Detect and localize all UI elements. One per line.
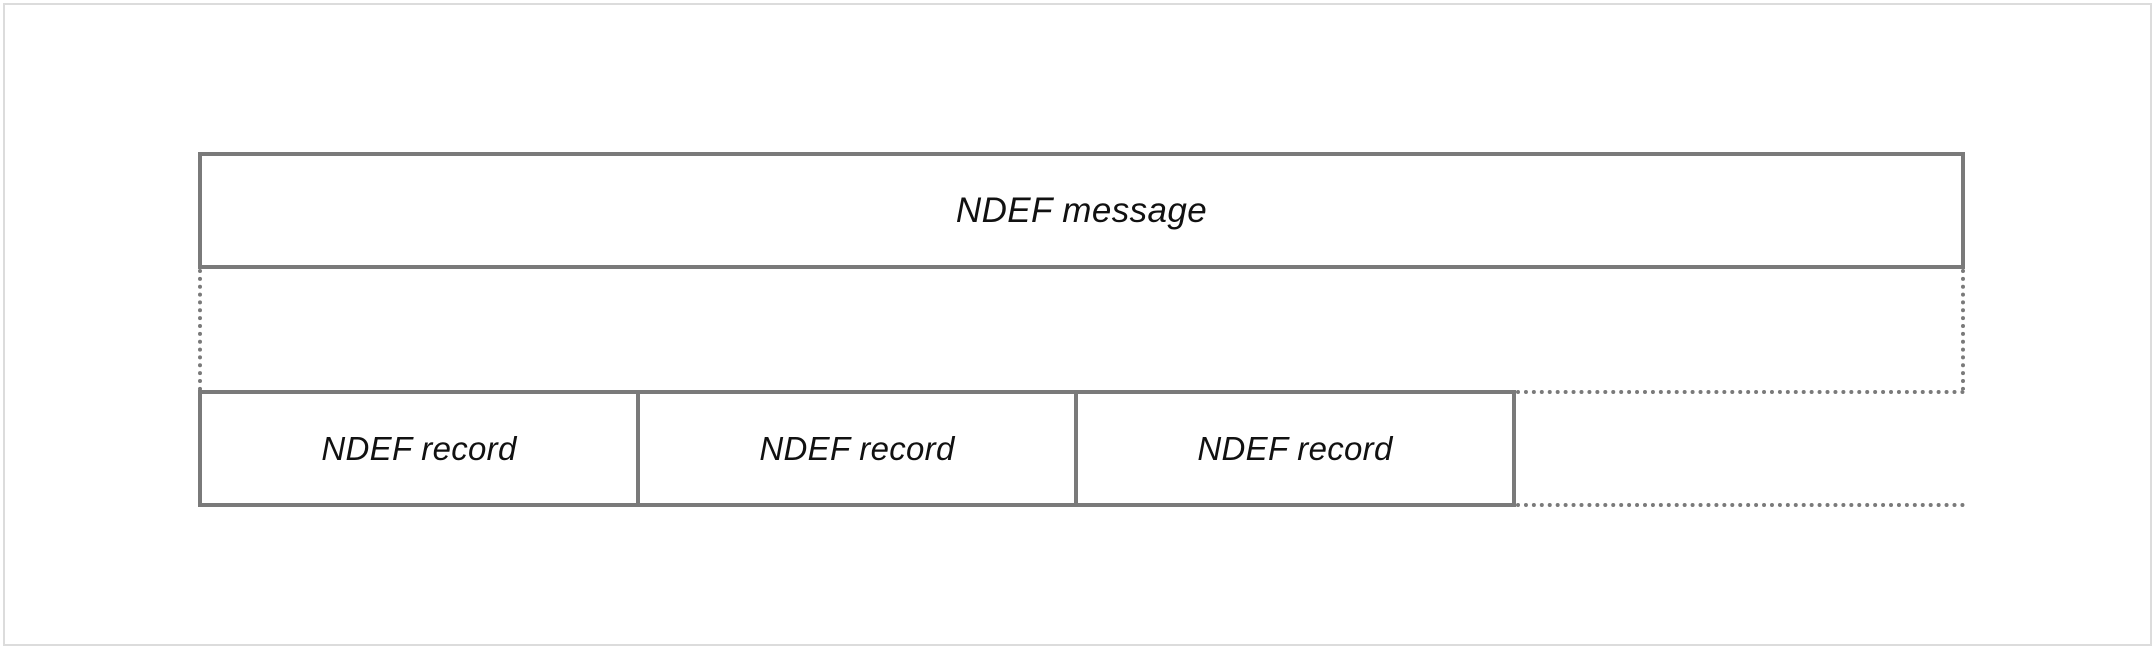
- page-frame: NDEF message NDEF record NDEF record NDE…: [3, 3, 2152, 646]
- ndef-record-label-3: NDEF record: [1197, 430, 1393, 467]
- ndef-record-box-2: NDEF record: [636, 390, 1078, 507]
- ndef-record-label-2: NDEF record: [759, 430, 955, 467]
- dotted-connector-left: [198, 269, 202, 391]
- ndef-record-row: NDEF record NDEF record NDEF record: [198, 390, 1965, 507]
- ndef-record-label-1: NDEF record: [321, 430, 517, 467]
- ndef-message-box: NDEF message: [198, 152, 1965, 269]
- ndef-record-continuation: [1516, 390, 1965, 507]
- dotted-connector-right: [1961, 269, 1965, 391]
- ndef-message-label: NDEF message: [955, 191, 1208, 230]
- ndef-record-box-3: NDEF record: [1074, 390, 1516, 507]
- ndef-record-box-1: NDEF record: [198, 390, 640, 507]
